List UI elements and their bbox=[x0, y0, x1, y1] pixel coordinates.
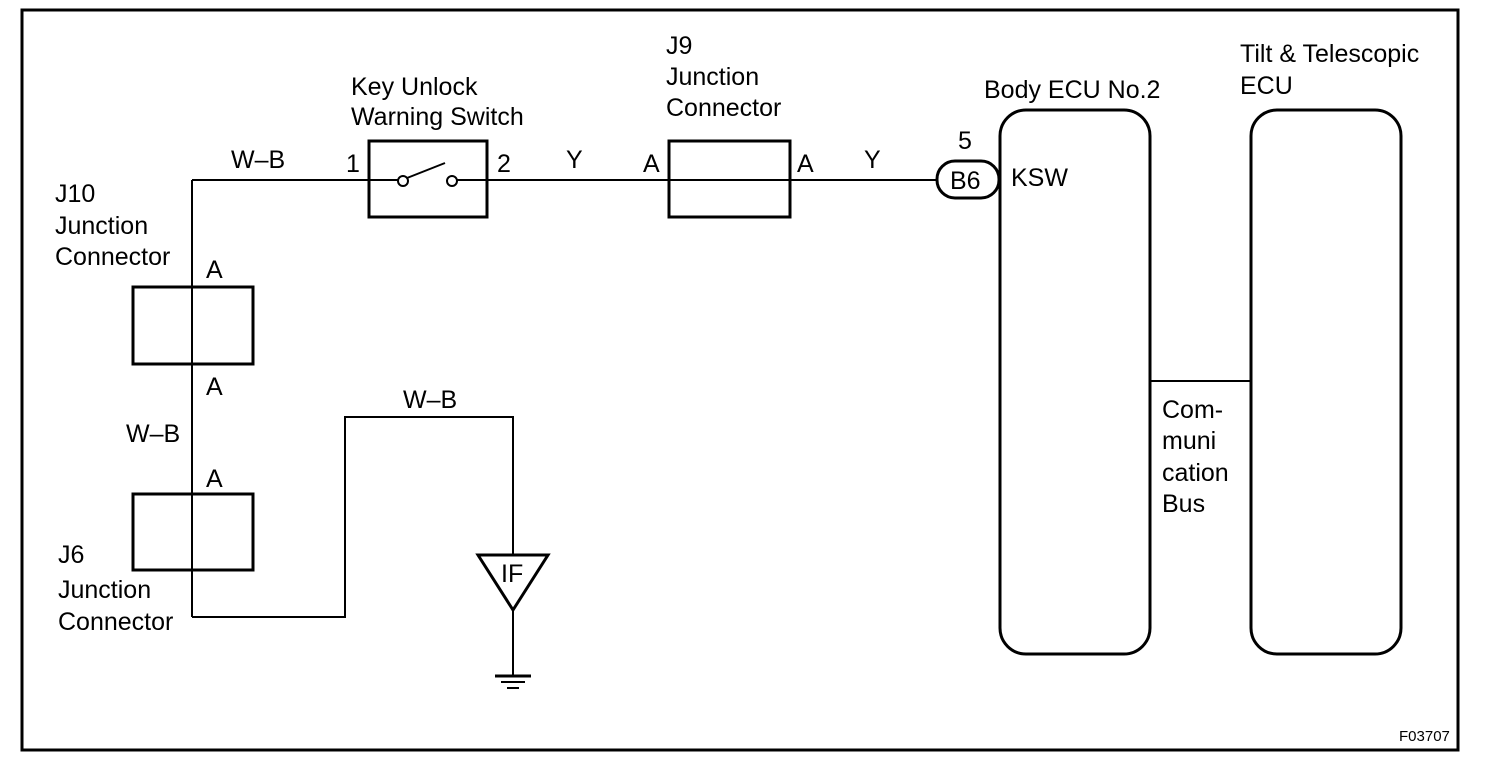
j9-pin-out: A bbox=[797, 150, 814, 178]
j6-label-line1: J6 bbox=[58, 541, 84, 569]
tilt-ecu-box bbox=[1249, 108, 1403, 656]
ground-point-triangle bbox=[475, 553, 551, 613]
key-switch-pin-out: 2 bbox=[497, 150, 511, 178]
key-switch-label-line2: Warning Switch bbox=[351, 103, 524, 131]
ksw-terminal-label: KSW bbox=[1011, 164, 1068, 192]
j10-label-line3: Connector bbox=[55, 243, 170, 271]
wire-label-top-left: W–B bbox=[231, 146, 285, 174]
wire-label-switch-j9: Y bbox=[566, 146, 583, 174]
b6-pin-number: 5 bbox=[958, 127, 972, 155]
bus-label-line1: Com- bbox=[1162, 396, 1223, 424]
b6-connector-badge bbox=[935, 159, 1001, 200]
tilt-ecu-label-line1: Tilt & Telescopic bbox=[1240, 40, 1419, 68]
wire-label-j9-ecu: Y bbox=[864, 146, 881, 174]
switch-contact-left bbox=[397, 175, 409, 187]
body-ecu-box bbox=[998, 108, 1152, 656]
switch-contact-right bbox=[446, 175, 458, 187]
b6-connector-label: B6 bbox=[950, 167, 981, 195]
wire-label-ground-run: W–B bbox=[403, 386, 457, 414]
key-switch-pin-in: 1 bbox=[346, 150, 360, 178]
j9-label-line3: Connector bbox=[666, 94, 781, 122]
figure-id: F03707 bbox=[1399, 728, 1450, 745]
j6-label-line3: Connector bbox=[58, 608, 173, 636]
bus-label-line2: muni bbox=[1162, 427, 1216, 455]
j9-pin-in: A bbox=[643, 150, 660, 178]
j10-label-line1: J10 bbox=[55, 180, 95, 208]
ground-symbol-icon bbox=[495, 674, 531, 689]
key-switch-label-line1: Key Unlock bbox=[351, 73, 478, 101]
diagram-frame bbox=[20, 8, 1460, 752]
j10-pin-bottom: A bbox=[206, 373, 223, 401]
wire-label-left-vertical: W–B bbox=[126, 420, 180, 448]
j9-label-line1: J9 bbox=[666, 32, 692, 60]
j6-pin-top: A bbox=[206, 465, 223, 493]
j10-label-line2: Junction bbox=[55, 212, 148, 240]
wire-ground-run bbox=[192, 416, 514, 618]
j9-label-line2: Junction bbox=[666, 63, 759, 91]
j6-label-line2: Junction bbox=[58, 576, 151, 604]
ground-point-label: IF bbox=[501, 560, 523, 588]
bus-label-line4: Bus bbox=[1162, 490, 1205, 518]
switch-blade bbox=[406, 162, 446, 179]
tilt-ecu-label-line2: ECU bbox=[1240, 72, 1293, 100]
bus-label-line3: cation bbox=[1162, 459, 1229, 487]
body-ecu-title: Body ECU No.2 bbox=[984, 76, 1160, 104]
j10-pin-top: A bbox=[206, 256, 223, 284]
